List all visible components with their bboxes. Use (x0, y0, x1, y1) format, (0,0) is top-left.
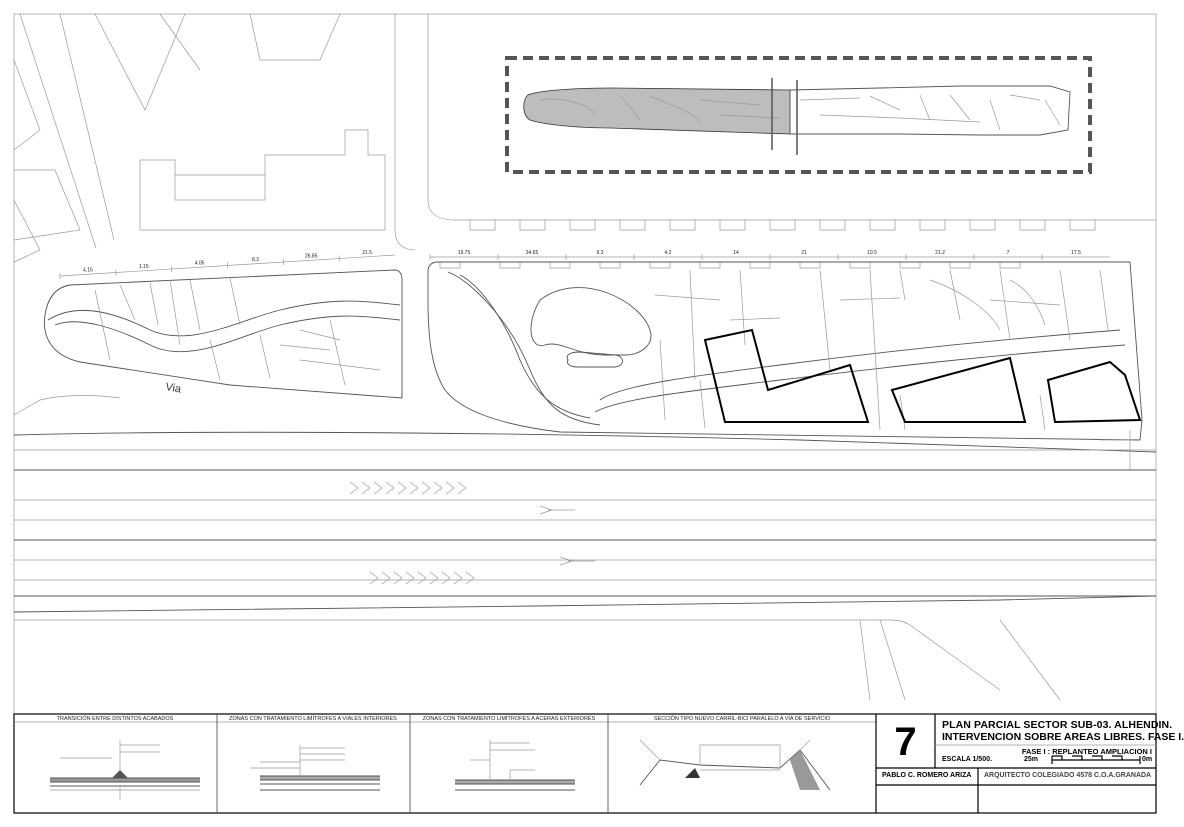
dimension-right-label: 4.2 (665, 250, 672, 256)
author-name: PABLO C. ROMERO ARIZA (882, 772, 972, 779)
detail-sketch-2 (250, 745, 380, 791)
intervention-areas (703, 328, 1142, 424)
scale-label: ESCALA 1/500. (942, 756, 992, 763)
detail-title-exterior: ZONAS CON TRATAMIENTO LIMÍTROFES A ACERA… (423, 715, 596, 722)
dimension-left-label: 21.5 (362, 250, 372, 256)
sheet-frame (13, 13, 1157, 814)
street-curb-notches (439, 219, 1156, 269)
scale-bar (1051, 755, 1141, 764)
project-title-line-1: PLAN PARCIAL SECTOR SUB-03. ALHENDIN. (942, 719, 1173, 731)
dimension-right-label: 10.5 (867, 250, 877, 256)
scale-bar-left-label: 25m (1024, 756, 1039, 763)
detail-title-transition: TRANSICIÓN ENTRE DISTINTOS ACABADOS (57, 715, 174, 722)
dimension-right-label: 17.5 (1071, 250, 1081, 256)
dimension-left-label: 1.15 (139, 264, 149, 270)
dimension-lines: 4.15 1.15 4.05 8.3 26.85 21.5 19.75 34.65 9.3 4.… (59, 250, 1110, 279)
dimension-right-label: 34.65 (526, 250, 539, 256)
right-parcel (427, 261, 1143, 441)
scale-bar-right-label: 0m (1142, 756, 1153, 763)
dimension-left-label: 4.05 (195, 260, 205, 266)
context-buildings (13, 13, 456, 263)
dimension-right-label: 19.75 (458, 250, 471, 256)
key-plan-inset (505, 56, 1092, 174)
title-block: 7 PLAN PARCIAL SECTOR SUB-03. ALHENDIN. … (876, 714, 1184, 813)
detail-sketch-4 (639, 739, 831, 791)
left-parcel (43, 269, 403, 399)
dimension-right-label: 9.3 (597, 250, 604, 256)
detail-sketch-3 (455, 740, 575, 791)
dimension-right-label: 21.2 (935, 250, 945, 256)
road-label: Via (164, 381, 182, 396)
detail-title-bike-lane: SECCIÓN TIPO NUEVO CARRIL-BICI PARALELO … (654, 715, 831, 722)
detail-title-interior: ZONAS CON TRATAMIENTO LIMÍTROFES A VIALE… (229, 715, 397, 722)
dimension-left-label: 8.3 (252, 257, 259, 263)
project-title-line-2: INTERVENCION SOBRE AREAS LIBRES. FASE I. (942, 731, 1184, 743)
highway-lanes (13, 395, 1157, 701)
detail-sketch-1 (50, 740, 200, 800)
dimension-left-label: 4.15 (83, 267, 93, 273)
architect-credential: ARQUITECTO COLEGIADO 4578 C.O.A.GRANADA (984, 772, 1152, 779)
phase-label: FASE I : REPLANTEO AMPLIACION I (1021, 747, 1152, 756)
dimension-right-label: 21 (801, 250, 807, 256)
dimension-left-label: 26.85 (305, 253, 318, 259)
sheet-number: 7 (894, 720, 917, 764)
info-strip-frame (13, 713, 1157, 814)
dimension-right-label: 14 (733, 250, 739, 256)
dimension-right-label: 7 (1007, 250, 1010, 256)
